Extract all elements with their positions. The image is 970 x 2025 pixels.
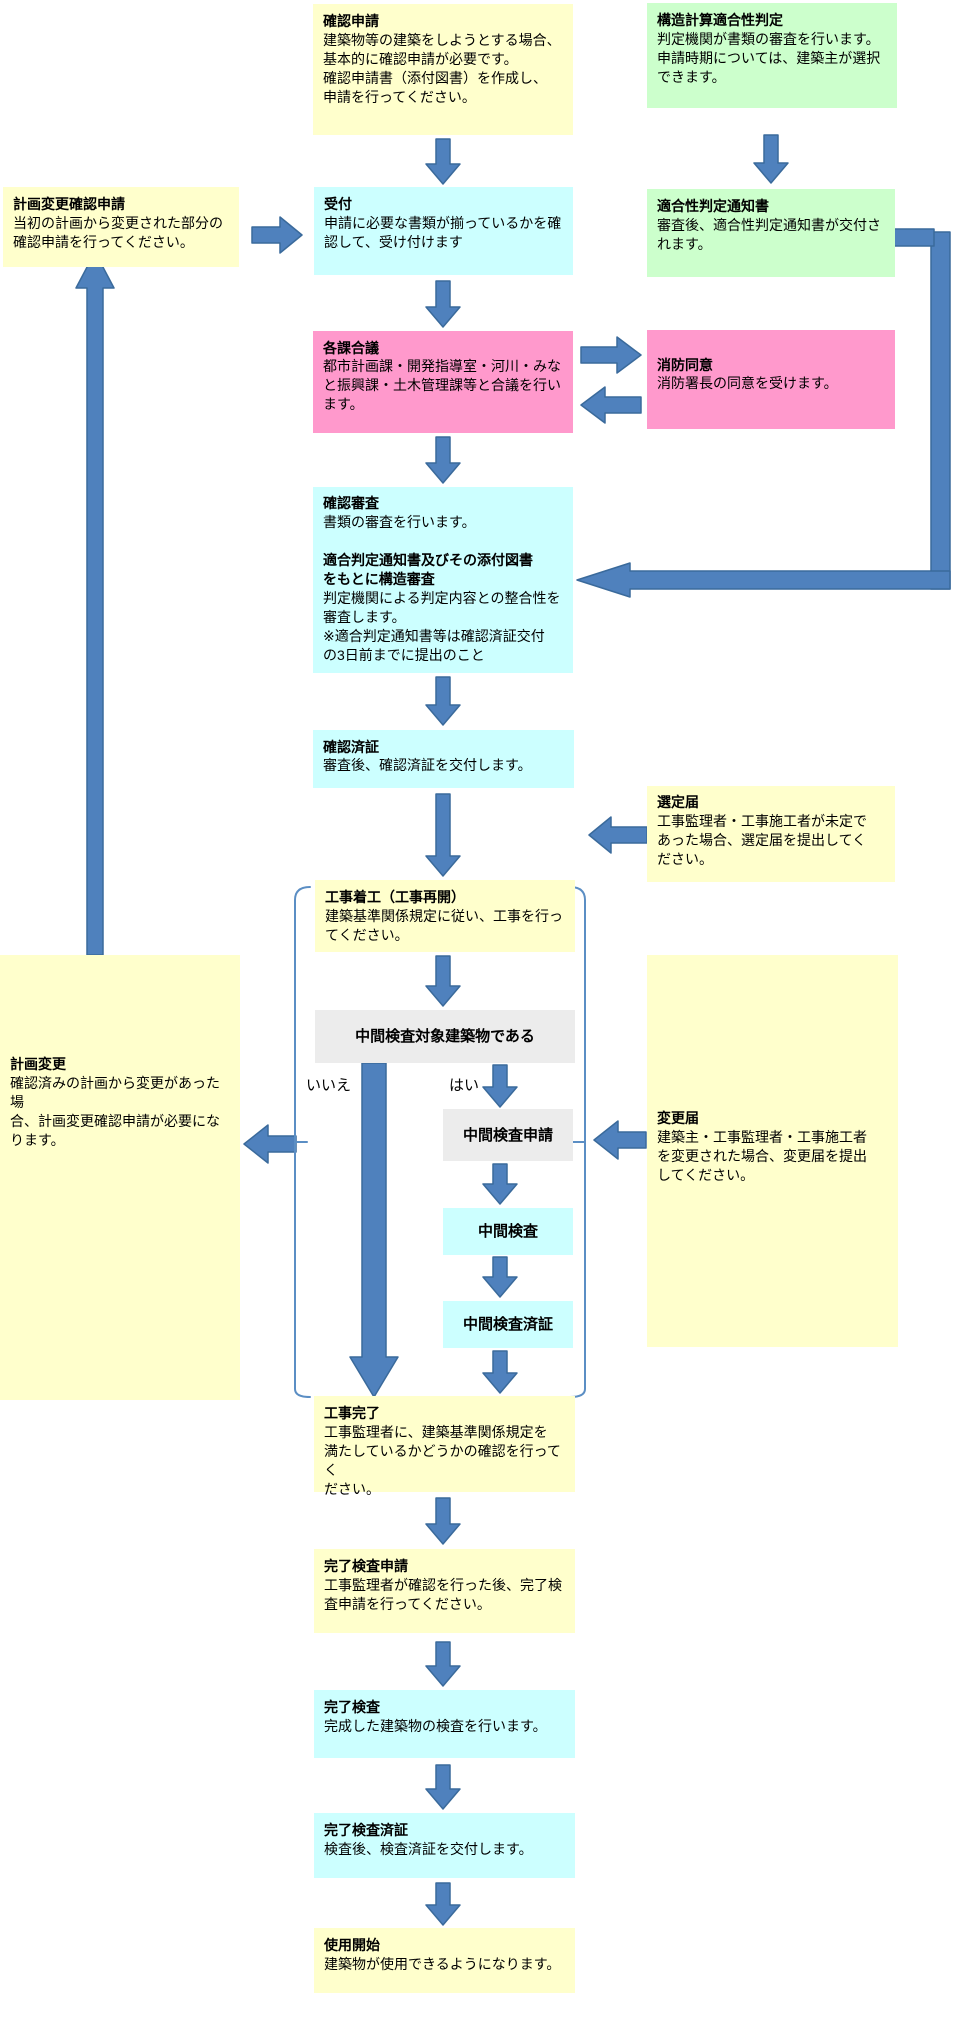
box-interim-inspection: 中間検査 (443, 1208, 573, 1255)
box-change-notification: 変更届 建築主・工事監理者・工事施工者 を変更された場合、変更届を提出 してくだ… (647, 955, 898, 1347)
box-interdepartmental-consultation: 各課合議 都市計画課・開発指導室・河川・みな と振興課・土木管理課等と合議を行い… (313, 331, 573, 433)
box-note: ※適合判定通知書等は確認済証交付 の3日前までに提出のこと (323, 628, 545, 663)
arrow-down-icon (482, 1350, 518, 1394)
box-body: 申請に必要な書類が揃っているかを確 認して、受け付けます (324, 215, 562, 250)
box-body: 工事監理者が確認を行った後、完了検 査申請を行ってください。 (324, 1577, 562, 1612)
box-body: 確認済みの計画から変更があった場 合、計画変更確認申請が必要にな ります。 (10, 1075, 220, 1148)
box-body: 審査後、適合性判定通知書が交付さ れます。 (657, 217, 881, 252)
box-body: 当初の計画から変更された部分の 確認申請を行ってください。 (13, 215, 223, 250)
arrow-down-icon (753, 134, 789, 184)
arrow-left-icon (588, 816, 648, 854)
arrow-down-icon (425, 1764, 461, 1810)
box-body: 判定機関が書類の審査を行います。 申請時期については、建築主が選択 できます。 (657, 31, 881, 85)
box-interim-inspection-certificate: 中間検査済証 (443, 1301, 573, 1348)
bracket-right (569, 886, 586, 1398)
box-construction-start: 工事着工（工事再開） 建築基準関係規定に従い、工事を行っ てください。 (315, 880, 575, 952)
box-selection-notification: 選定届 工事監理者・工事施工者が未定で あった場合、選定届を提出してく ださい。 (647, 786, 895, 882)
arrow-down-icon (349, 1062, 399, 1398)
arrow-down-icon (482, 1163, 518, 1205)
arrow-down-icon (425, 793, 461, 877)
arrow-left-icon (593, 1120, 647, 1160)
arrow-left-icon (580, 386, 642, 424)
box-title: 工事着工（工事再開） (325, 889, 465, 905)
arrow-down-icon (425, 138, 461, 185)
box-title: 受付 (324, 196, 352, 212)
box-interim-inspection-target: 中間検査対象建築物である (315, 1010, 575, 1063)
box-fire-department-consent: 消防同意 消防署長の同意を受けます。 (647, 330, 895, 429)
arrow-right-icon (580, 336, 642, 374)
box-body: 完成した建築物の検査を行います。 (324, 1718, 547, 1734)
box-reception: 受付 申請に必要な書類が揃っているかを確 認して、受け付けます (314, 187, 573, 275)
box-title: 中間検査 (477, 1223, 538, 1240)
box-body: 工事監理者に、建築基準関係規定を 満たしているかどうかの確認を行ってく ださい。 (324, 1424, 561, 1497)
arrow-left-icon (243, 1124, 297, 1164)
box-body: 建築基準関係規定に従い、工事を行っ てください。 (325, 908, 563, 943)
box-body: 都市計画課・開発指導室・河川・みな と振興課・土木管理課等と合議を行い ます。 (323, 360, 561, 413)
box-title: 各課合議 (323, 340, 379, 356)
box-plan-change-confirmation-application: 計画変更確認申請 当初の計画から変更された部分の 確認申請を行ってください。 (3, 187, 239, 267)
box-title: 完了検査申請 (324, 1558, 408, 1574)
box-body: 判定機関による判定内容との整合性を 審査します。 (323, 590, 561, 625)
box-completion-inspection-certificate: 完了検査済証 検査後、検査済証を交付します。 (314, 1813, 575, 1878)
branch-label-no: いいえ (306, 1077, 352, 1094)
box-confirmation-examination: 確認審査 書類の審査を行います。 適合判定通知書及びその添付図書 をもとに構造審… (313, 487, 573, 673)
box-completion-inspection-application: 完了検査申請 工事監理者が確認を行った後、完了検 査申請を行ってください。 (314, 1549, 575, 1633)
box-title: 中間検査申請 (462, 1126, 553, 1144)
box-body: 建築物が使用できるようになります。 (324, 1956, 561, 1972)
box-title: 完了検査 (324, 1699, 380, 1715)
box-body: 書類の審査を行います。 (323, 514, 476, 530)
box-conformity-judgment-notice: 適合性判定通知書 審査後、適合性判定通知書が交付さ れます。 (647, 189, 895, 277)
box-body: 建築主・工事監理者・工事施工者 を変更された場合、変更届を提出 してください。 (657, 1131, 867, 1184)
arrow-down-icon (425, 1882, 461, 1926)
arrow-down-icon (425, 436, 461, 484)
box-title: 確認申請 (323, 13, 379, 29)
arrow-right-icon (251, 216, 303, 254)
box-title: 適合性判定通知書 (657, 198, 769, 214)
box-title: 構造計算適合性判定 (657, 12, 783, 28)
box-completion-inspection: 完了検査 完成した建築物の検査を行います。 (314, 1690, 575, 1758)
box-confirmation-application: 確認申請 建築物等の建築をしようとする場合、 基本的に確認申請が必要です。 確認… (313, 4, 573, 135)
arrow-down-icon (482, 1064, 518, 1108)
bracket-left (294, 886, 311, 1398)
arrow-down-icon (425, 1641, 461, 1687)
box-body: 消防署長の同意を受けます。 (657, 377, 838, 392)
arrow-down-icon (425, 280, 461, 328)
box-subtitle: 適合判定通知書及びその添付図書 をもとに構造審査 (323, 552, 533, 587)
branch-label-yes: はい (449, 1077, 480, 1094)
elbow-connector-judgment-notice-to-exam (576, 228, 951, 598)
box-body: 建築物等の建築をしようとする場合、 基本的に確認申請が必要です。 確認申請書（添… (323, 32, 561, 105)
box-plan-change: 計画変更 確認済みの計画から変更があった場 合、計画変更確認申請が必要にな りま… (0, 955, 240, 1400)
box-title: 工事完了 (324, 1405, 380, 1421)
box-interim-inspection-application: 中間検査申請 (443, 1109, 573, 1161)
box-body: 工事監理者・工事施工者が未定で あった場合、選定届を提出してく ださい。 (657, 815, 867, 868)
box-title: 確認審査 (323, 495, 379, 511)
arrow-down-icon (425, 1497, 461, 1545)
box-construction-completion: 工事完了 工事監理者に、建築基準関係規定を 満たしているかどうかの確認を行ってく… (314, 1396, 575, 1497)
box-title: 中間検査対象建築物である (355, 1028, 535, 1045)
spacer (323, 532, 563, 551)
box-title: 完了検査済証 (324, 1822, 408, 1838)
box-use-start: 使用開始 建築物が使用できるようになります。 (314, 1928, 575, 1993)
box-title: 選定届 (657, 796, 699, 811)
arrow-down-icon (425, 676, 461, 726)
box-title: 中間検査済証 (462, 1316, 553, 1333)
box-title: 使用開始 (324, 1937, 380, 1953)
arrow-up-icon (75, 251, 115, 956)
box-title: 消防同意 (657, 357, 713, 373)
box-body: 審査後、確認済証を交付します。 (323, 759, 532, 774)
box-title: 計画変更 (10, 1056, 66, 1072)
box-title: 変更届 (657, 1112, 699, 1127)
arrow-down-icon (482, 1256, 518, 1298)
box-title: 計画変更確認申請 (13, 196, 125, 212)
box-confirmation-certificate: 確認済証 審査後、確認済証を交付します。 (313, 730, 574, 788)
box-body: 検査後、検査済証を交付します。 (324, 1841, 533, 1857)
arrow-down-icon (425, 955, 461, 1007)
box-structural-calc-conformity-judgment: 構造計算適合性判定 判定機関が書類の審査を行います。 申請時期については、建築主… (647, 3, 897, 108)
box-title: 確認済証 (323, 739, 379, 755)
